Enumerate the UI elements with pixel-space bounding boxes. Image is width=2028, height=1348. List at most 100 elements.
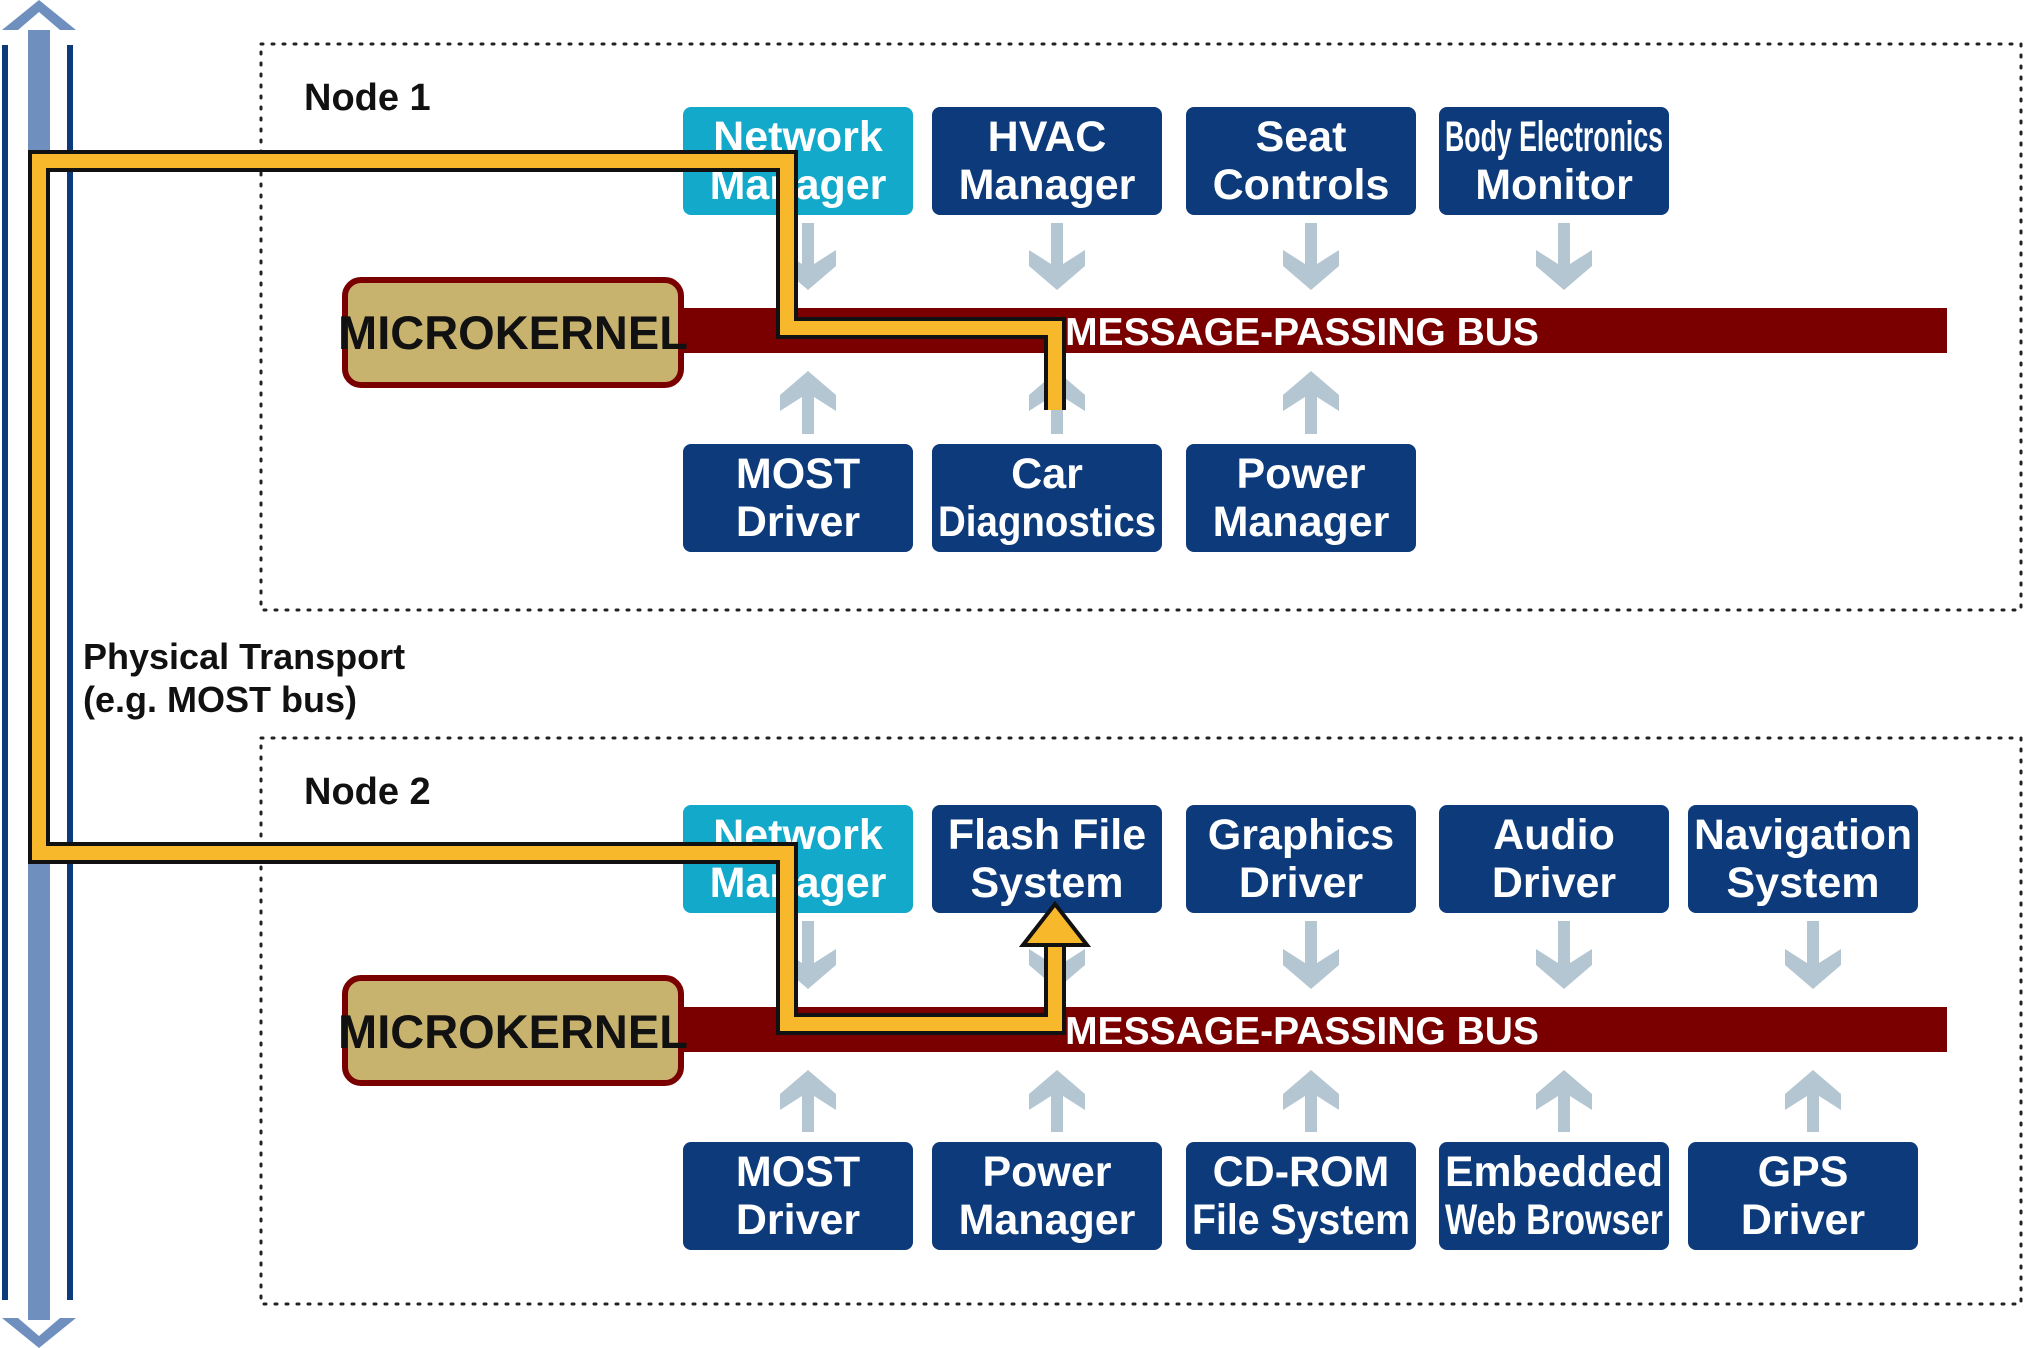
node-2-microkernel-label: MICROKERNEL — [338, 1005, 688, 1058]
node1-power-manager-up-arrow — [1283, 371, 1339, 434]
node1-body-electronics-monitor-down-arrow — [1536, 223, 1592, 290]
node1-seat-controls-label-line1: Seat — [1256, 113, 1347, 161]
node1-seat-controls-box-bg — [1186, 107, 1416, 215]
node2-embedded-web-browser-label-line1: Embedded — [1445, 1148, 1663, 1196]
node2-graphics-driver-label-line1: Graphics — [1208, 811, 1394, 859]
node2-flash-file-system-box-bg — [932, 805, 1162, 913]
node2-graphics-driver-box-bg — [1186, 805, 1416, 913]
node2-gps-driver-label-line1: GPS — [1758, 1148, 1849, 1196]
node-2: Node 2 MESSAGE-PASSING BUS MICROKERNEL N… — [259, 736, 2023, 1306]
node2-gps-driver-box-bg — [1688, 1142, 1918, 1250]
node2-navigation-system-box-bg — [1688, 805, 1918, 913]
node2-cd-rom-file-system-label-line1: CD-ROM — [1213, 1148, 1390, 1196]
node2-most-driver-label-line1: MOST — [736, 1148, 860, 1196]
node2-audio-driver-label-line1: Audio — [1493, 811, 1615, 859]
node1-seat-controls-label-line2: Controls — [1213, 161, 1390, 209]
node2-graphics-driver-down-arrow — [1283, 921, 1339, 989]
node2-gps-driver-up-arrow — [1785, 1070, 1841, 1132]
node2-cd-rom-file-system-label-line2: File System — [1192, 1196, 1410, 1244]
node1-hvac-manager-down-arrow — [1029, 223, 1085, 290]
node-2-arrows — [780, 921, 1841, 1132]
node-2-label: Node 2 — [304, 771, 431, 813]
node2-gps-driver-label-line2: Driver — [1741, 1196, 1866, 1244]
message-route — [28, 150, 1092, 1035]
node1-hvac-manager-label-line1: HVAC — [988, 113, 1107, 161]
node2-most-driver-up-arrow — [780, 1070, 836, 1132]
route-fill — [32, 154, 1062, 1031]
node2-navigation-system-down-arrow — [1785, 921, 1841, 989]
node1-hvac-manager-label-line2: Manager — [959, 161, 1136, 209]
node2-power-manager-label-line1: Power — [982, 1148, 1111, 1196]
node2-audio-driver-down-arrow — [1536, 921, 1592, 989]
node1-body-electronics-monitor-label-line1: Body Electronics — [1445, 113, 1663, 161]
node1-most-driver-label-line1: MOST — [736, 450, 860, 498]
node2-audio-driver-box-bg — [1439, 805, 1669, 913]
node-1-microkernel-label: MICROKERNEL — [338, 306, 688, 359]
transport-label-line1: Physical Transport — [83, 636, 405, 677]
node1-most-driver-box-bg — [683, 444, 913, 552]
node2-power-manager-box-bg — [932, 1142, 1162, 1250]
node2-embedded-web-browser-label-line2: Web Browser — [1445, 1196, 1663, 1244]
node1-car-diagnostics-label-line2: Diagnostics — [938, 498, 1156, 546]
node1-power-manager-label-line1: Power — [1236, 450, 1365, 498]
node1-hvac-manager-box-bg — [932, 107, 1162, 215]
node-1-bus-label: MESSAGE-PASSING BUS — [1065, 311, 1539, 354]
node2-flash-file-system-label-line2: System — [971, 859, 1124, 907]
node2-most-driver-box-bg — [683, 1142, 913, 1250]
node2-power-manager-up-arrow — [1029, 1070, 1085, 1132]
node-1-microkernel — [342, 277, 684, 388]
route-arrowhead — [1018, 900, 1092, 947]
node1-power-manager-label-line2: Manager — [1213, 498, 1390, 546]
transport-arrowhead-down — [2, 1318, 76, 1348]
node2-embedded-web-browser-box-bg — [1439, 1142, 1669, 1250]
node2-navigation-system-label-line1: Navigation — [1694, 811, 1912, 859]
node1-seat-controls-down-arrow — [1283, 223, 1339, 290]
node-1-frame — [259, 42, 2023, 612]
node2-network-manager-label-line2: Manager — [710, 859, 887, 907]
transport-arrowhead-up — [2, 0, 76, 30]
node-2-microkernel — [342, 975, 684, 1086]
node-1-label: Node 1 — [304, 77, 431, 119]
node1-car-diagnostics-label-line1: Car — [1011, 450, 1083, 498]
node2-graphics-driver-label-line2: Driver — [1239, 859, 1364, 907]
node2-embedded-web-browser-up-arrow — [1536, 1070, 1592, 1132]
node-1-top-row: NetworkManagerHVACManagerSeatControlsBod… — [683, 107, 1669, 215]
node2-most-driver-label-line2: Driver — [736, 1196, 861, 1244]
node1-body-electronics-monitor-label-line2: Monitor — [1475, 161, 1633, 209]
node2-flash-file-system-label-line1: Flash File — [948, 811, 1146, 859]
node1-most-driver-label-line2: Driver — [736, 498, 861, 546]
node-1: Node 1 MESSAGE-PASSING BUS MICROKERNEL N… — [259, 42, 2023, 612]
transport-label-line2: (e.g. MOST bus) — [83, 679, 357, 720]
node1-car-diagnostics-box-bg — [932, 444, 1162, 552]
node2-power-manager-label-line2: Manager — [959, 1196, 1136, 1244]
node-2-bus-label: MESSAGE-PASSING BUS — [1065, 1010, 1539, 1053]
node2-audio-driver-label-line2: Driver — [1492, 859, 1617, 907]
node1-body-electronics-monitor-box-bg — [1439, 107, 1669, 215]
node1-most-driver-up-arrow — [780, 371, 836, 434]
node2-cd-rom-file-system-box-bg — [1186, 1142, 1416, 1250]
node1-power-manager-box-bg — [1186, 444, 1416, 552]
node2-navigation-system-label-line2: System — [1727, 859, 1880, 907]
node-2-frame — [259, 736, 2023, 1306]
